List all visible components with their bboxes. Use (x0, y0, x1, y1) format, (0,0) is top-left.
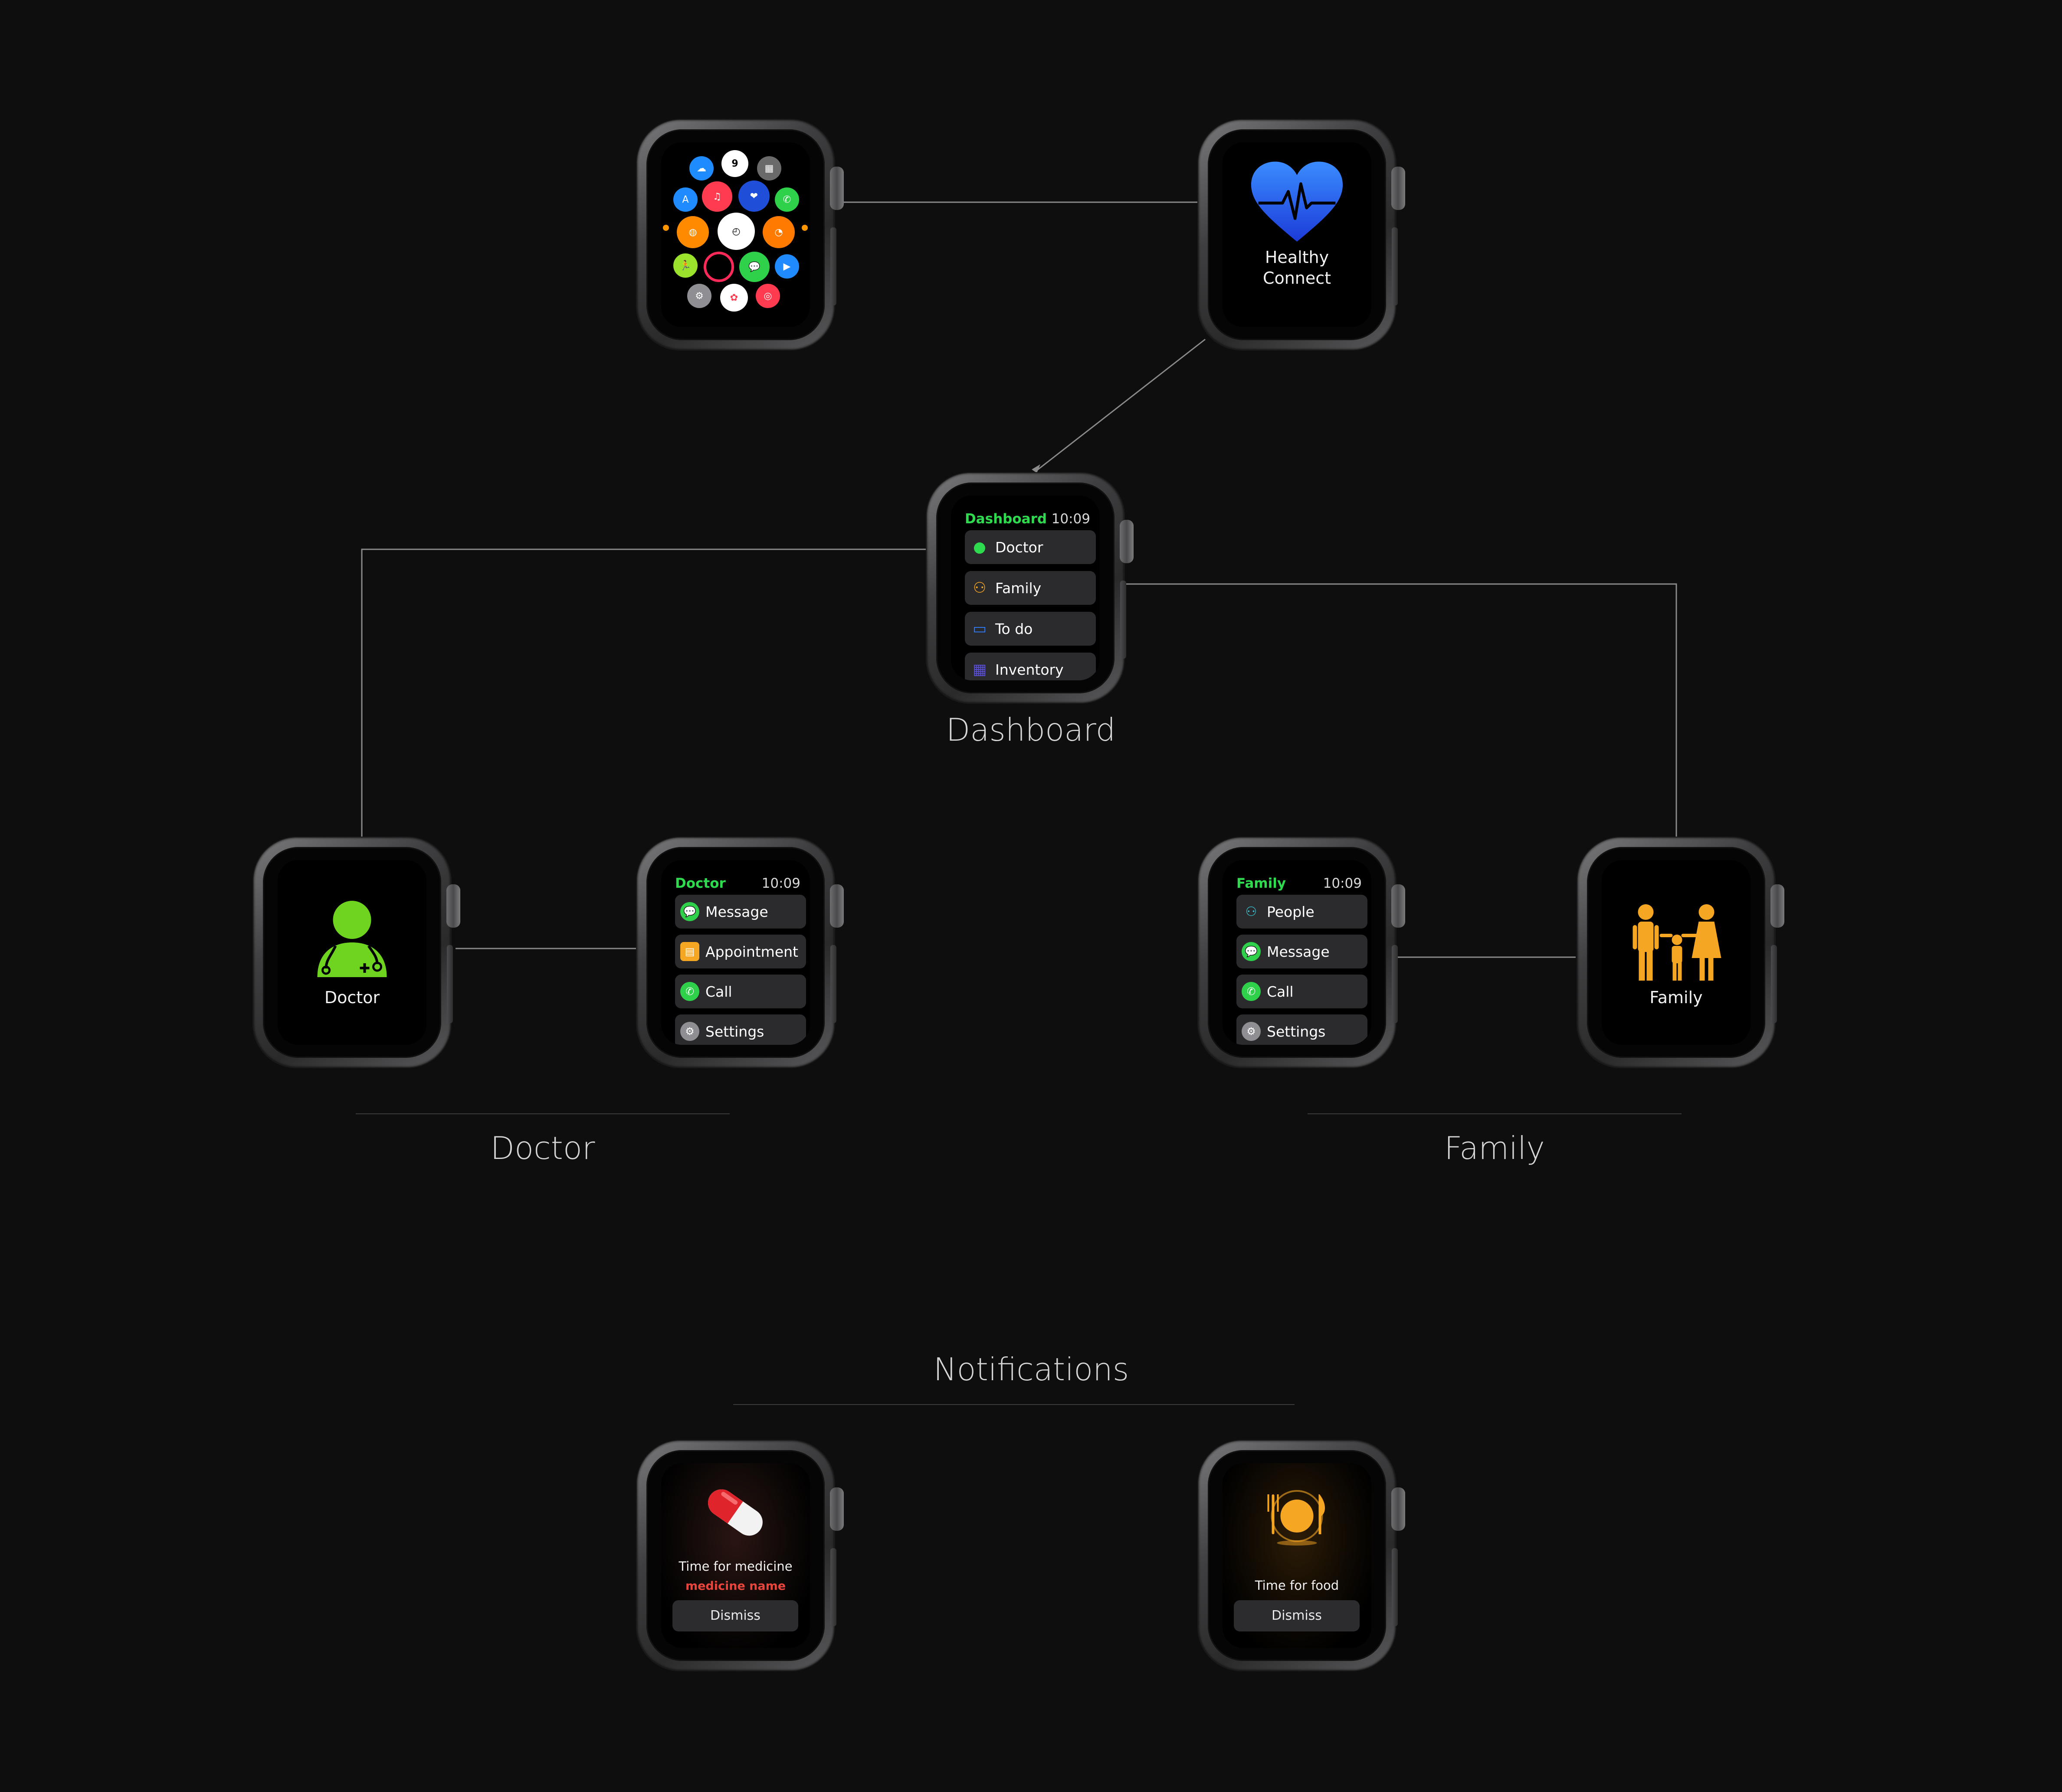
heart-pulse-icon (1251, 161, 1343, 242)
healthy-connect-app-icon[interactable]: ❤ (738, 181, 770, 212)
phone-icon: ✆ (680, 982, 699, 1001)
family-icon (1633, 904, 1721, 981)
dismiss-button[interactable]: Dismiss (1234, 1600, 1360, 1631)
section-title-notifications: Notifications (933, 1351, 1129, 1388)
section-divider-notifications (733, 1404, 1295, 1405)
clock-time: 10:09 (761, 876, 800, 891)
clock-time: 10:09 (1051, 511, 1090, 527)
messages-icon[interactable]: 💬 (739, 252, 770, 282)
menu-item-doctor[interactable]: ● Doctor (965, 530, 1096, 564)
remote-icon[interactable]: ▶ (775, 254, 799, 279)
menu-item-todo[interactable]: ▭ To do (965, 612, 1096, 646)
notification-title: Time for food (1255, 1578, 1339, 1593)
status-bar: Family 10:09 (1236, 875, 1362, 892)
medicine-name: medicine name (685, 1579, 786, 1593)
clipboard-icon: ▭ (972, 620, 987, 637)
calendar-icon: ▤ (680, 942, 699, 961)
menu-item-label: Doctor (995, 538, 1043, 556)
menu-item-label: Family (995, 579, 1042, 597)
menu-item-label: Call (705, 983, 732, 1000)
dismiss-button[interactable]: Dismiss (672, 1600, 798, 1631)
doctor-icon (317, 901, 387, 977)
menu-item-label: Message (1267, 943, 1330, 960)
phone-app-icon[interactable]: ✆ (775, 187, 799, 212)
section-divider-doctor (356, 1113, 730, 1114)
photos-icon[interactable]: ✿ (720, 284, 748, 312)
app-grid: ☁ 9 ▦ A ♫ ❤ ✆ ◍ ◴ ◔ 🏃 💬 ▶ ⚙ ✿ ◎ (661, 142, 810, 327)
plate-cutlery-icon (1267, 1490, 1325, 1546)
watch-notification-food: Time for food Dismiss (1198, 1441, 1405, 1671)
watch-home-screen: ☁ 9 ▦ A ♫ ❤ ✆ ◍ ◴ ◔ 🏃 💬 ▶ ⚙ ✿ ◎ (637, 120, 844, 350)
menu-item-label: Settings (705, 1023, 764, 1040)
menu-item-label: People (1267, 903, 1315, 920)
stocks-icon[interactable]: ◎ (756, 284, 780, 308)
weather-icon[interactable]: ☁ (689, 156, 714, 181)
pill-icon (708, 1489, 763, 1536)
watch-dashboard: Dashboard 10:09 ● Doctor ⚇ Family ▭ To d… (927, 473, 1134, 703)
message-icon: 💬 (680, 902, 699, 921)
phone-icon: ✆ (1242, 982, 1261, 1001)
menu-item-appointment[interactable]: ▤ Appointment (675, 935, 806, 968)
notification-title: Time for medicine (679, 1559, 793, 1574)
menu-item-inventory[interactable]: ▦ Inventory (965, 653, 1096, 680)
menu-item-label: Inventory (995, 661, 1064, 678)
settings-icon[interactable]: ⚙ (687, 284, 711, 308)
menu-item-settings[interactable]: ⚙ Settings (1236, 1014, 1367, 1045)
inventory-icon: ▦ (972, 661, 987, 678)
cover-label: Family (1649, 988, 1703, 1007)
gear-icon: ⚙ (1242, 1022, 1261, 1041)
screen-title: Family (1236, 876, 1286, 891)
watch-doctor-menu: Doctor 10:09 💬 Message ▤ Appointment ✆ C… (637, 837, 844, 1067)
calendar-app-icon[interactable]: 9 (721, 150, 748, 177)
menu-item-call[interactable]: ✆ Call (675, 975, 806, 1008)
doctor-icon: ● (973, 538, 986, 556)
music-icon[interactable]: ♫ (702, 181, 732, 212)
app-name-line1: Healthy (1265, 248, 1329, 267)
menu-item-label: Call (1267, 983, 1294, 1000)
dot-icon (802, 225, 808, 231)
status-bar: Dashboard 10:09 (965, 510, 1090, 528)
menu-item-family[interactable]: ⚇ Family (965, 571, 1096, 605)
menu-item-settings[interactable]: ⚙ Settings (675, 1014, 806, 1045)
watch-doctor-cover: Doctor (253, 837, 460, 1067)
cover-label: Doctor (324, 988, 380, 1007)
watch-family-cover: Family (1577, 837, 1784, 1067)
screen-title: Dashboard (965, 511, 1047, 527)
watch-family-menu: Family 10:09 ⚇ People 💬 Message ✆ Call ⚙… (1198, 837, 1405, 1067)
status-bar: Doctor 10:09 (675, 875, 800, 892)
section-divider-family (1308, 1113, 1682, 1114)
clock-time: 10:09 (1323, 876, 1362, 891)
menu-item-label: To do (995, 620, 1033, 637)
dot-icon (663, 225, 669, 231)
menu-item-message[interactable]: 💬 Message (675, 895, 806, 929)
section-title-doctor: Doctor (490, 1130, 595, 1166)
section-title-dashboard: Dashboard (946, 712, 1116, 748)
people-icon: ⚇ (1245, 904, 1257, 919)
timer-icon[interactable]: ◔ (763, 216, 795, 248)
gear-icon: ⚙ (680, 1022, 699, 1041)
menu-item-label: Message (705, 903, 768, 920)
workout-icon[interactable]: 🏃 (673, 253, 698, 278)
watch-notification-medicine: Time for medicine medicine name Dismiss (637, 1441, 844, 1671)
menu-item-call[interactable]: ✆ Call (1236, 975, 1367, 1008)
family-icon: ⚇ (973, 579, 987, 597)
app-name-line2: Connect (1262, 269, 1331, 288)
maps-icon[interactable]: A (673, 187, 698, 212)
menu-item-label: Appointment (705, 943, 798, 960)
screen-title: Doctor (675, 876, 726, 891)
clock-icon[interactable]: ◴ (718, 213, 755, 250)
message-icon: 💬 (1242, 942, 1261, 961)
menu-item-label: Settings (1267, 1023, 1326, 1040)
activity-icon[interactable] (704, 252, 734, 282)
menu-item-message[interactable]: 💬 Message (1236, 935, 1367, 968)
watch-splash: Healthy Connect (1198, 120, 1405, 350)
section-title-family: Family (1444, 1130, 1545, 1166)
menu-item-people[interactable]: ⚇ People (1236, 895, 1367, 929)
passbook-icon[interactable]: ▦ (757, 156, 781, 181)
world-clock-icon[interactable]: ◍ (677, 216, 709, 248)
